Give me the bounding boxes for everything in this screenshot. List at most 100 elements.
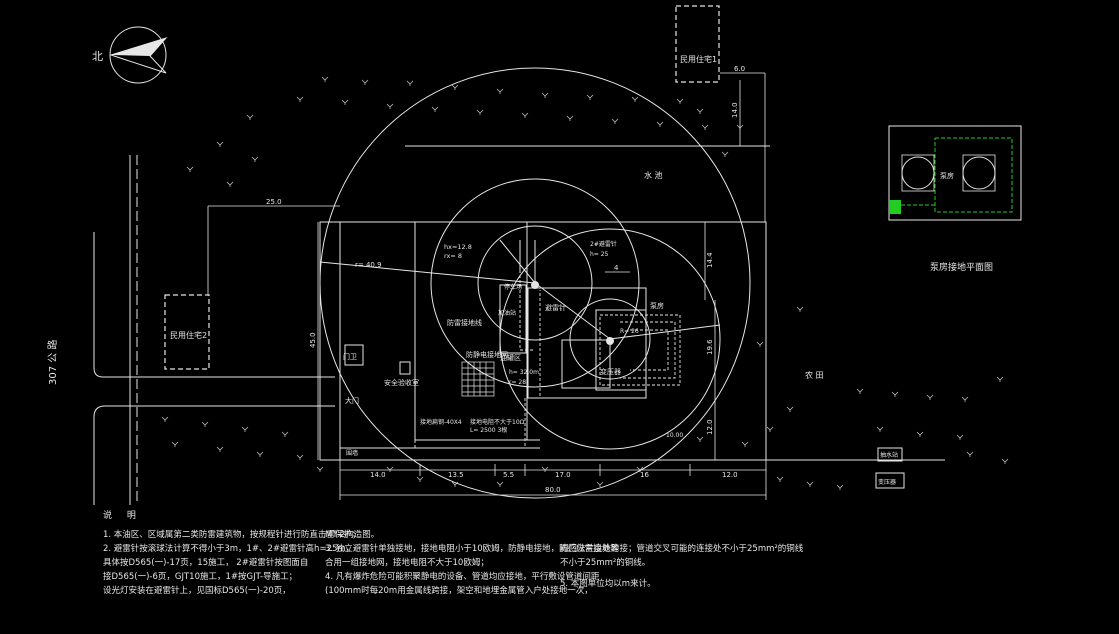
note-4b: (100mm时每20m用金属线跨接，架空和地埋金属管入户处接地一次， [325,586,593,596]
farmland-mark [246,114,254,120]
dim-12-0-right: 12.0 [706,419,714,435]
farmland-mark [996,376,1004,382]
farmland-mark [476,109,484,115]
dim-45-0: 45.0 [309,332,317,348]
farmland-mark [956,434,964,440]
farmland-mark [386,103,394,109]
hatched-area [461,361,495,397]
farmland-mark [451,84,459,90]
farmland-mark [721,151,729,157]
protection-circles [319,67,751,499]
residence-2-label: 民用住宅2 [170,330,207,340]
farmland-mark [256,451,264,457]
note-2a: 2. 避雷针按滚球法计算不得小于3m，1#、2#避雷针高h=25m， [103,544,355,554]
farmland-mark [961,396,969,402]
farmland-mark [431,106,439,112]
farmland-mark [696,436,704,442]
detail-pump-label: 泵房 [940,171,954,180]
lightning-rod-1 [519,240,539,289]
farmland-mark [806,481,814,487]
residence-1 [675,5,720,83]
dim-bottom-17-0: 17.0 [555,471,571,479]
farmland-mark [631,96,639,102]
grounding-label-1: 接地扁钢-40X4 [420,418,462,426]
rod2-label: 2#避雷针 [590,240,617,248]
radius-main-label: r= 40.9 [355,261,382,269]
farmland-mark [496,481,504,487]
farmland-mark [766,426,774,432]
pumping-station-box [877,447,903,462]
farmland-mark [241,426,249,432]
north-arrow-icon: 北 [92,26,168,84]
fence-label: 围墙 [346,449,358,457]
dim-19-6: 19.6 [706,339,714,355]
dim-bottom-16: 16 [640,471,649,479]
pond-label: 水 池 [644,170,663,180]
notes-col-1: 1. 本油区、区域属第二类防雷建筑物，按规程针进行防直击雷保护； 2. 避雷针按… [103,528,360,598]
farmland-mark [281,431,289,437]
grounding-wire [414,270,681,449]
gate-label: 大门 [345,396,359,405]
detail-title: 泵房接地平面图 [930,261,993,273]
dim-bottom-12-0: 12.0 [722,471,738,479]
transformer-box-label: 变压器 [878,478,896,486]
dimension-lines [207,72,767,500]
farmland-mark [676,98,684,104]
farmland-mark [856,388,864,394]
farmland-mark [656,121,664,127]
notes-col-2: MT-2构造图。 3. 独立避雷针单独接地，接地电阻小于10欧姆，防静电接地，防… [325,528,619,598]
rod-height: h= 32.0m [509,369,539,376]
farmland-mark [316,466,324,472]
notes-title: 说 明 [103,511,142,521]
farmland-mark [836,484,844,490]
residence-1-label: 民用住宅1 [680,54,717,64]
farmland-mark [361,79,369,85]
farmland-mark [1001,458,1009,464]
road-307 [93,155,335,505]
dim-14-0-top: 14.0 [731,102,739,118]
note-2b: 具体按D565(一)-17页，15施工， 2#避雷针按图面自 [103,558,309,568]
farmland-mark [566,115,574,121]
pumping-station-label: 抽水站 [880,451,898,459]
farmland-mark [696,108,704,114]
farmland-mark [416,476,424,482]
farmland-mark [701,124,709,130]
transformer-label: 变压器 [600,367,621,376]
dim-25-0: 25.0 [266,198,282,206]
rod-radius: r= 28 [509,379,526,386]
farmland-mark [611,118,619,124]
north-label: 北 [92,50,103,63]
farmland-mark [496,88,504,94]
farmland-mark [786,406,794,412]
note-4d: 不小于25mm²的铜线。 [560,558,651,568]
pump-room-detail [888,125,1022,221]
farmland-mark [201,421,209,427]
lightning-rod-label: 避雷针 [545,303,566,312]
station-area-label: 加油站 [498,309,516,317]
oil-tank-area-label: 油罐区 [500,353,521,362]
parking-label: 停车场 [504,283,522,291]
pump-room-label: 泵房 [650,301,664,310]
rod2-height: h= 25 [590,251,609,258]
road-307-label: 307 公 路 [46,340,59,385]
farmland-mark [186,166,194,172]
farmland-mark [161,416,169,422]
dim-4: 4 [614,264,619,272]
farmland-mark [776,476,784,482]
note-3a: MT-2构造图。 [325,530,380,540]
lightning-rod-2 [606,337,614,345]
farmland-mark [966,451,974,457]
farmland-mark [916,431,924,437]
dim-total-80-0: 80.0 [545,486,561,494]
farmland-marks [161,76,1009,490]
note-3c: 合用一组接地网，接地电阻不大于10欧姆； [325,558,489,568]
farmland-mark [226,181,234,187]
farmland-mark [586,94,594,100]
farmland-mark [296,454,304,460]
dim-bottom-13-5: 13.5 [448,471,464,479]
note-2c: 接D565(一)-6页，GJT10施工，1#按GJT-导施工； [103,572,298,582]
farmland-mark [321,76,329,82]
grounding-label-3: L= 2500 3根 [470,426,507,434]
farmland-mark [756,341,764,347]
farmland-mark [406,80,414,86]
